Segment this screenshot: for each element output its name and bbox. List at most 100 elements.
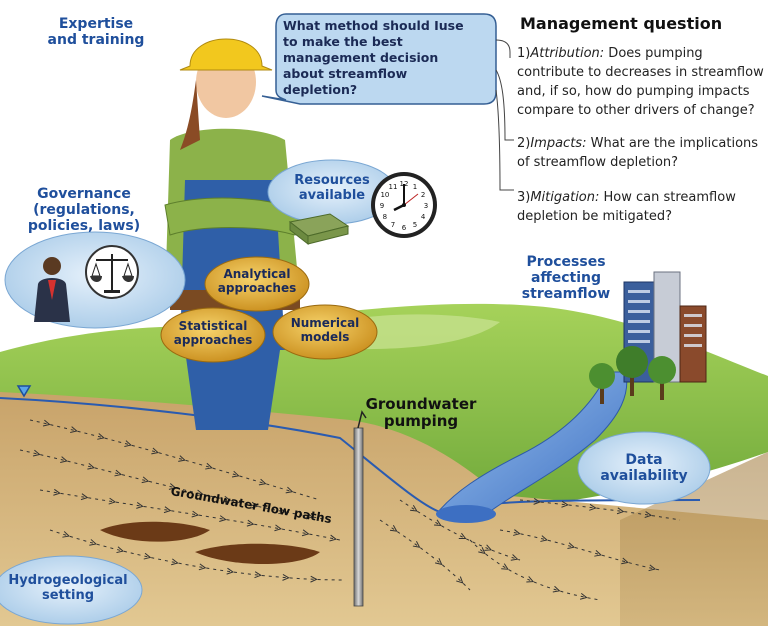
flow-arrowhead <box>205 462 213 470</box>
flow-arrowhead <box>567 542 576 550</box>
flow-path-line <box>19 449 331 521</box>
expertise-label: Expertise and training <box>47 16 145 49</box>
flow-arrowhead <box>141 476 150 484</box>
speech-bubble <box>261 13 497 105</box>
flow-arrowhead <box>484 544 493 551</box>
scales-icon <box>85 245 139 299</box>
flow-arrowhead <box>282 573 290 581</box>
connector-lines <box>495 39 514 191</box>
clay-lens-1 <box>100 521 210 542</box>
analytical-label: Analytical approaches <box>217 267 297 295</box>
question-number: 3) <box>517 190 531 205</box>
flow-arrowhead <box>219 515 227 522</box>
pumping-well <box>353 410 367 607</box>
management-question-title: Management question <box>520 14 723 33</box>
flow-arrowhead <box>410 504 418 512</box>
flow-path-line <box>499 529 661 571</box>
flow-arrowhead <box>246 519 255 527</box>
flow-arrowhead <box>163 506 172 514</box>
trees <box>589 346 676 404</box>
flow-arrowhead <box>108 497 117 505</box>
water-table-line <box>0 397 701 514</box>
flow-arrowhead <box>285 486 294 494</box>
flow-arrowhead <box>178 455 186 462</box>
groundwater-pumping-label: Groundwater pumping <box>365 395 477 431</box>
question-number: 2) <box>517 136 531 151</box>
clock-numeral: 8 <box>383 213 387 221</box>
clock-numeral: 4 <box>421 213 426 221</box>
flow-arrowhead <box>62 531 71 538</box>
flow-arrowhead <box>258 478 267 486</box>
flow-arrowhead <box>143 552 152 560</box>
flow-arrowhead <box>53 488 61 496</box>
flow-arrowhead <box>644 511 653 518</box>
question-term: Mitigation: <box>530 190 600 205</box>
flow-arrowhead <box>434 519 442 526</box>
hydrogeological-oval <box>0 555 143 625</box>
resources-label: Resources available <box>294 173 370 203</box>
flow-arrowhead <box>60 456 68 463</box>
flow-arrowhead <box>278 507 286 515</box>
flow-path-line <box>469 539 601 601</box>
flow-arrowhead <box>510 554 519 561</box>
flow-arrowhead <box>589 503 597 511</box>
flow-arrowhead <box>594 550 602 557</box>
clock-numeral: 9 <box>380 202 384 210</box>
flow-arrowhead <box>579 592 588 600</box>
money-icon <box>288 213 350 246</box>
data-availability-label: Data availability <box>600 452 688 485</box>
flow-arrowhead <box>274 524 282 532</box>
clock-numeral: 11 <box>389 183 398 191</box>
management-question-item: 3)Mitigation: How can streamflow depleti… <box>517 188 765 226</box>
clock-numeral: 7 <box>391 221 395 229</box>
flow-arrowhead <box>191 510 200 518</box>
flow-arrowhead <box>458 532 467 540</box>
flow-arrowhead <box>434 558 443 566</box>
flow-arrowhead <box>526 576 535 583</box>
flow-arrowhead <box>478 547 486 555</box>
flow-arrowhead <box>124 440 133 447</box>
flow-arrowhead <box>561 500 569 508</box>
governance-label: Governance (regulations, policies, laws) <box>27 186 141 235</box>
management-question-item: 1)Attribution: Does pumping contribute t… <box>517 44 765 120</box>
processes-label: Processes affecting streamflow <box>521 254 611 303</box>
flow-paths <box>19 419 681 601</box>
flow-arrowhead <box>254 571 262 579</box>
clock-numeral: 1 <box>413 183 417 191</box>
flow-arrowhead <box>116 546 125 554</box>
clock-numeral: 2 <box>421 191 425 199</box>
hardhat-icon <box>179 38 273 71</box>
clock-numeral: 3 <box>424 202 428 210</box>
question-term: Impacts: <box>530 136 587 151</box>
flow-arrowhead <box>533 497 542 505</box>
flow-arrowhead <box>42 419 51 427</box>
soil-front <box>0 392 768 626</box>
numerical-label: Numerical models <box>290 316 360 344</box>
flow-arrowhead <box>540 535 549 542</box>
flow-arrowhead <box>329 534 338 542</box>
flow-arrowhead <box>136 502 144 509</box>
clock-numeral: 5 <box>413 221 417 229</box>
soil-right-face <box>620 452 768 626</box>
analytical-oval <box>204 256 310 312</box>
flow-arrowhead <box>552 585 561 593</box>
flow-path-line <box>49 529 346 581</box>
flow-arrowhead <box>87 462 96 470</box>
flow-arrowhead <box>80 493 89 501</box>
flow-arrowhead <box>310 575 318 583</box>
flow-arrowhead <box>648 564 657 572</box>
flow-arrowhead <box>32 449 41 457</box>
flow-arrowhead <box>231 470 240 478</box>
flow-arrowhead <box>223 495 232 503</box>
question-term: Attribution: <box>530 46 605 61</box>
flow-arrowhead <box>513 529 521 536</box>
flow-arrowhead <box>114 469 123 477</box>
flow-arrowhead <box>389 525 398 532</box>
flow-arrowhead <box>168 483 177 490</box>
hydrogeological-label: Hydrogeological setting <box>8 573 128 603</box>
clock-numeral: 6 <box>402 224 407 232</box>
flow-arrowhead <box>171 558 179 566</box>
flow-arrowhead <box>97 433 105 440</box>
